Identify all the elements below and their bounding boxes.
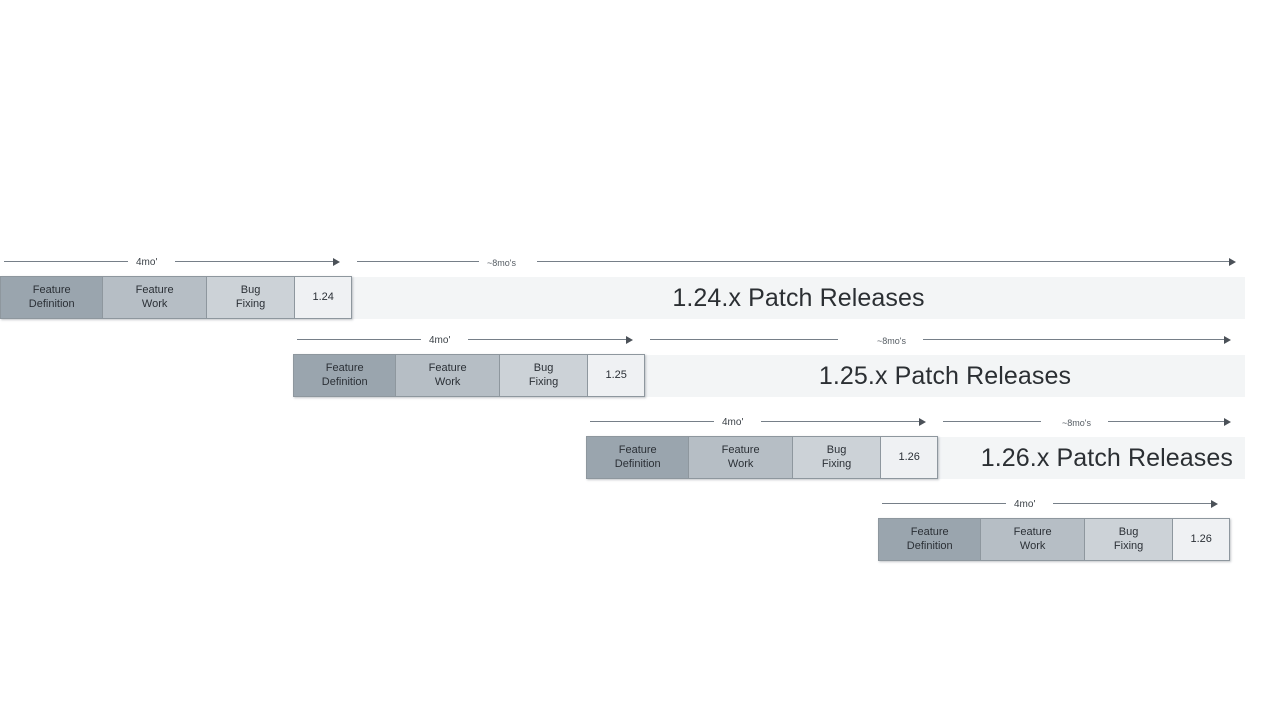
phase-version-chip: 1.25 (588, 355, 644, 396)
phase-label-line2: Definition (321, 375, 368, 388)
dim-dev-1-25: 4mo' (293, 330, 645, 350)
dim-label-dev: 4mo' (429, 335, 451, 346)
dim-arrowhead (626, 335, 633, 344)
dim-line-right (468, 339, 628, 340)
phase-label-line2: Fixing (235, 297, 266, 310)
phase-feature-definition: Feature Definition (1, 277, 104, 318)
patch-band-label: 1.25.x Patch Releases (818, 361, 1072, 390)
phase-bug-fixing: Bug Fixing (792, 437, 882, 478)
phase-label-line2: Fixing (1113, 539, 1144, 552)
dim-line-left (357, 261, 479, 262)
dim-label-dev: 4mo' (1014, 499, 1036, 510)
phase-label-line1: Bug (826, 444, 847, 456)
phase-bug-fixing: Bug Fixing (206, 277, 296, 318)
dim-patch-1-26: ~8mo's (938, 412, 1240, 432)
version-label: 1.25 (605, 368, 627, 381)
phase-label-line1: Feature (32, 284, 71, 296)
phase-label-line1: Feature (135, 284, 174, 296)
phase-label-line1: Feature (428, 362, 467, 374)
phase-version-chip: 1.26 (1173, 519, 1229, 560)
version-label: 1.26 (1190, 532, 1212, 545)
phase-feature-work: Feature Work (396, 355, 500, 396)
phase-label-line2: Work (727, 457, 754, 470)
phase-feature-work: Feature Work (103, 277, 207, 318)
dim-label-dev: 4mo' (722, 417, 744, 428)
phase-bug-fixing: Bug Fixing (1084, 519, 1174, 560)
phase-label-line1: Feature (325, 362, 364, 374)
dim-line-right (537, 261, 1231, 262)
patch-band-label: 1.26.x Patch Releases (980, 443, 1233, 472)
dim-patch-1-24: ~8mo's (352, 252, 1240, 272)
phase-version-chip: 1.26 (881, 437, 937, 478)
dim-arrowhead (1224, 335, 1231, 344)
phase-bar-1-26: Feature Definition Feature Work Bug Fixi… (586, 436, 938, 479)
phase-label-line1: Feature (1013, 526, 1052, 538)
dim-line-right (1108, 421, 1226, 422)
phase-label-line2: Work (434, 375, 461, 388)
dim-line-left (4, 261, 128, 262)
dim-arrowhead (919, 417, 926, 426)
phase-label-line2: Work (1019, 539, 1046, 552)
phase-feature-definition: Feature Definition (587, 437, 690, 478)
phase-version-chip: 1.24 (295, 277, 351, 318)
phase-label-line1: Feature (618, 444, 657, 456)
dim-line-left (882, 503, 1006, 504)
phase-label-line2: Work (141, 297, 168, 310)
dim-label-patch: ~8mo's (487, 258, 516, 268)
dim-label-dev: 4mo' (136, 257, 158, 268)
dim-line-left (650, 339, 838, 340)
dim-arrowhead (1211, 499, 1218, 508)
dim-dev-1-26-next: 4mo' (878, 494, 1230, 514)
phase-label-line1: Bug (1118, 526, 1139, 538)
dim-dev-1-24: 4mo' (0, 252, 352, 272)
version-label: 1.24 (312, 290, 334, 303)
dim-line-left (297, 339, 421, 340)
dim-line-left (943, 421, 1041, 422)
patch-band-label: 1.24.x Patch Releases (672, 283, 925, 312)
phase-feature-definition: Feature Definition (294, 355, 397, 396)
dim-line-right (761, 421, 921, 422)
dim-label-patch: ~8mo's (1062, 418, 1091, 428)
patch-band-1-24: 1.24.x Patch Releases (352, 277, 1245, 319)
patch-band-1-26: 1.26.x Patch Releases (938, 437, 1245, 479)
phase-label-line1: Feature (910, 526, 949, 538)
dim-label-patch: ~8mo's (877, 336, 906, 346)
phase-feature-work: Feature Work (689, 437, 793, 478)
phase-bar-1-24: Feature Definition Feature Work Bug Fixi… (0, 276, 352, 319)
dim-arrowhead (1229, 257, 1236, 266)
dim-line-left (590, 421, 714, 422)
dim-arrowhead (1224, 417, 1231, 426)
phase-label-line2: Definition (906, 539, 953, 552)
dim-line-right (923, 339, 1226, 340)
dim-arrowhead (333, 257, 340, 266)
phase-label-line2: Definition (28, 297, 75, 310)
phase-bar-1-25: Feature Definition Feature Work Bug Fixi… (293, 354, 645, 397)
phase-label-line2: Fixing (528, 375, 559, 388)
phase-label-line1: Feature (721, 444, 760, 456)
phase-label-line1: Bug (240, 284, 261, 296)
phase-label-line2: Fixing (821, 457, 852, 470)
dim-line-right (1053, 503, 1213, 504)
dim-line-right (175, 261, 335, 262)
dim-dev-1-26: 4mo' (586, 412, 938, 432)
phase-feature-definition: Feature Definition (879, 519, 982, 560)
phase-label-line1: Bug (533, 362, 554, 374)
patch-band-1-25: 1.25.x Patch Releases (645, 355, 1245, 397)
phase-feature-work: Feature Work (981, 519, 1085, 560)
phase-bar-1-26-next: Feature Definition Feature Work Bug Fixi… (878, 518, 1230, 561)
version-label: 1.26 (898, 450, 920, 463)
dim-patch-1-25: ~8mo's (645, 330, 1240, 350)
phase-bug-fixing: Bug Fixing (499, 355, 589, 396)
phase-label-line2: Definition (614, 457, 661, 470)
